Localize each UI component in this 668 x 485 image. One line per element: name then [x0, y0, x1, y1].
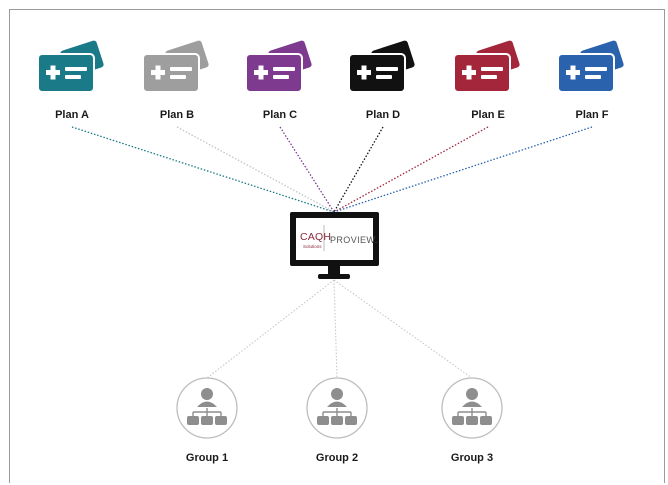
group-label-1: Group 1	[185, 452, 229, 464]
org-chart-icon	[306, 377, 368, 439]
insurance-card-icon	[245, 38, 314, 93]
connector-group-3	[333, 279, 473, 379]
connector-plan-f	[333, 126, 593, 213]
group-label-3: Group 3	[450, 452, 494, 464]
connector-group-1	[206, 279, 335, 379]
connector-plan-c	[279, 126, 335, 213]
org-chart-icon	[441, 377, 503, 439]
plan-label-a: Plan A	[55, 109, 89, 121]
connectors	[71, 126, 593, 379]
plan-icons	[37, 38, 626, 93]
connector-group-2	[333, 279, 338, 379]
connector-plan-a	[71, 126, 335, 213]
connector-plan-b	[176, 126, 335, 213]
monitor-neck	[328, 266, 340, 275]
insurance-card-icon	[557, 38, 626, 93]
connector-plan-d	[333, 126, 384, 213]
insurance-card-icon	[453, 38, 522, 93]
group-label-2: Group 2	[315, 452, 359, 464]
group-icons	[176, 377, 503, 439]
plan-label-e: Plan E	[471, 109, 505, 121]
brand-caqh: CAQH	[300, 231, 332, 243]
brand-solutions: Solutions	[303, 244, 322, 249]
monitor-screen	[296, 218, 373, 260]
diagram-frame	[9, 9, 665, 483]
insurance-card-icon	[142, 38, 211, 93]
plan-label-b: Plan B	[159, 109, 195, 121]
org-chart-icon	[176, 377, 238, 439]
hub-monitor	[290, 212, 379, 279]
plan-label-f: Plan F	[575, 109, 609, 121]
monitor-base	[318, 274, 350, 279]
plan-label-c: Plan C	[262, 109, 298, 121]
brand-proview: PROVIEW.	[330, 235, 378, 245]
insurance-card-icon	[348, 38, 417, 93]
insurance-card-icon	[37, 38, 106, 93]
plan-label-d: Plan D	[365, 109, 401, 121]
connector-plan-e	[333, 126, 489, 213]
